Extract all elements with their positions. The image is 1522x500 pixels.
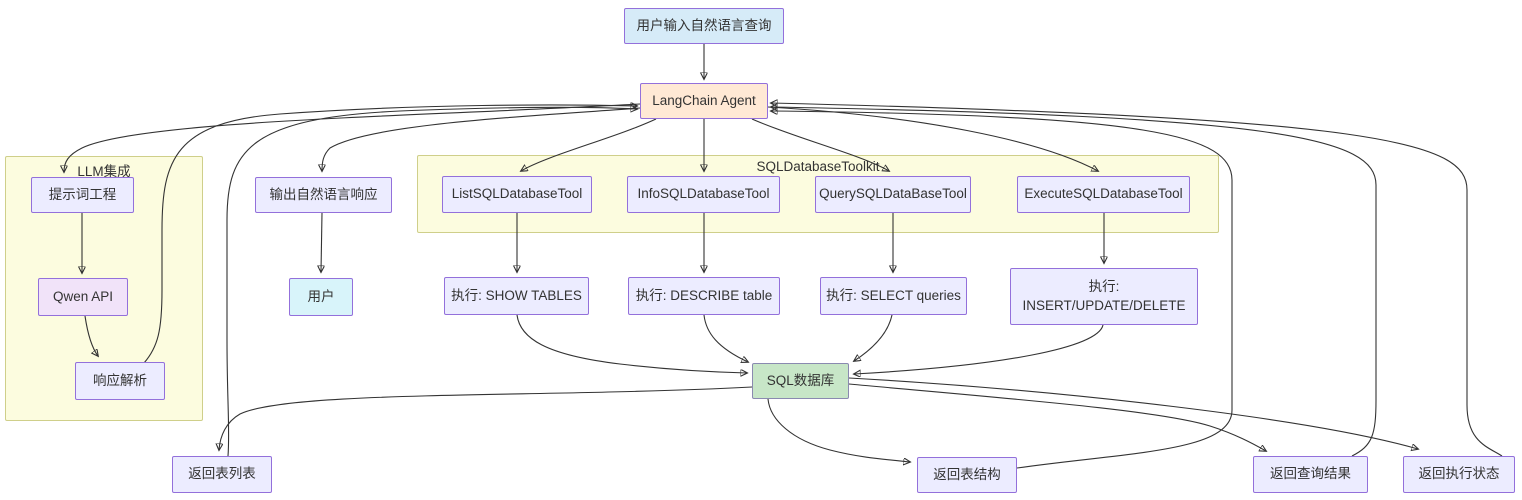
node-exec-insert-update-delete: 执行: INSERT/UPDATE/DELETE <box>1010 268 1198 325</box>
node-execute-sql-tool: ExecuteSQLDatabaseTool <box>1017 176 1190 213</box>
edge-ret-status-to-agent <box>771 103 1503 457</box>
edge-agent-to-list-tool <box>521 118 657 171</box>
node-query-sql-tool-label: QuerySQLDataBaseTool <box>819 186 967 202</box>
edge-ret-list-to-agent <box>226 107 637 457</box>
cluster-toolkit-label: SQLDatabaseToolkit <box>756 159 880 174</box>
node-qwen-api-label: Qwen API <box>52 288 114 304</box>
node-list-sql-tool-label: ListSQLDatabaseTool <box>451 186 583 202</box>
node-user-input: 用户输入自然语言查询 <box>624 8 784 44</box>
node-sql-database-label: SQL数据库 <box>766 372 835 388</box>
node-return-table-list-label: 返回表列表 <box>188 466 256 482</box>
node-info-sql-tool: InfoSQLDatabaseTool <box>627 176 780 213</box>
node-langchain-agent-label: LangChain Agent <box>652 92 756 108</box>
node-return-table-structure: 返回表结构 <box>917 457 1017 493</box>
edge-qwen-to-parse <box>84 315 98 356</box>
node-list-sql-tool: ListSQLDatabaseTool <box>442 176 592 213</box>
node-info-sql-tool-label: InfoSQLDatabaseTool <box>637 186 770 202</box>
node-return-exec-status: 返回执行状态 <box>1403 456 1515 493</box>
edge-show-tables-to-sqldb <box>516 314 747 373</box>
node-return-exec-status-label: 返回执行状态 <box>1418 466 1500 482</box>
node-sql-database: SQL数据库 <box>752 363 849 399</box>
cluster-llm-label: LLM集成 <box>77 164 131 179</box>
edge-sqldb-to-ret-list <box>219 386 753 450</box>
node-exec-show-tables: 执行: SHOW TABLES <box>444 277 589 315</box>
node-prompt-engineering-label: 提示词工程 <box>48 186 117 202</box>
node-langchain-agent: LangChain Agent <box>640 83 768 119</box>
node-exec-describe: 执行: DESCRIBE table <box>628 277 780 315</box>
edge-ret-query-to-agent <box>771 107 1377 457</box>
edge-parse-to-agent <box>143 105 637 364</box>
edge-agent-to-prompt <box>64 103 641 172</box>
edge-agent-to-output <box>322 107 641 171</box>
edge-agent-to-query-tool <box>751 118 889 171</box>
node-user: 用户 <box>289 278 353 316</box>
node-response-parse-label: 响应解析 <box>93 372 147 388</box>
edge-insert-to-sqldb <box>854 324 1104 374</box>
node-exec-show-tables-label: 执行: SHOW TABLES <box>451 287 582 303</box>
edge-output-to-user <box>321 212 322 272</box>
node-output-response-label: 输出自然语言响应 <box>269 186 378 202</box>
node-exec-select-label: 执行: SELECT queries <box>826 287 961 303</box>
node-return-query-result-label: 返回查询结果 <box>1270 466 1351 482</box>
node-return-table-structure-label: 返回表结构 <box>933 466 1001 482</box>
edge-agent-to-exec-tool <box>767 106 1098 171</box>
node-user-input-label: 用户输入自然语言查询 <box>636 17 772 33</box>
edge-ret-struct-to-agent <box>771 111 1233 469</box>
node-qwen-api: Qwen API <box>38 278 128 316</box>
node-query-sql-tool: QuerySQLDataBaseTool <box>815 176 971 213</box>
node-execute-sql-tool-label: ExecuteSQLDatabaseTool <box>1024 186 1183 202</box>
node-exec-describe-label: 执行: DESCRIBE table <box>635 287 773 303</box>
edge-sqldb-to-ret-query <box>848 383 1266 451</box>
node-exec-insert-line2: INSERT/UPDATE/DELETE <box>1022 297 1186 313</box>
edge-sqldb-to-ret-struct <box>767 398 910 462</box>
node-exec-select: 执行: SELECT queries <box>820 277 967 315</box>
node-exec-insert-line1: 执行: <box>1088 279 1120 295</box>
node-return-table-list: 返回表列表 <box>172 456 272 493</box>
node-return-query-result: 返回查询结果 <box>1253 456 1368 493</box>
node-prompt-engineering: 提示词工程 <box>31 177 134 213</box>
edge-sqldb-to-ret-status <box>848 377 1418 449</box>
edge-describe-to-sqldb <box>703 314 748 362</box>
node-output-response: 输出自然语言响应 <box>255 177 392 213</box>
node-response-parse: 响应解析 <box>75 362 165 400</box>
edge-select-to-sqldb <box>854 314 893 361</box>
node-user-label: 用户 <box>307 288 335 304</box>
